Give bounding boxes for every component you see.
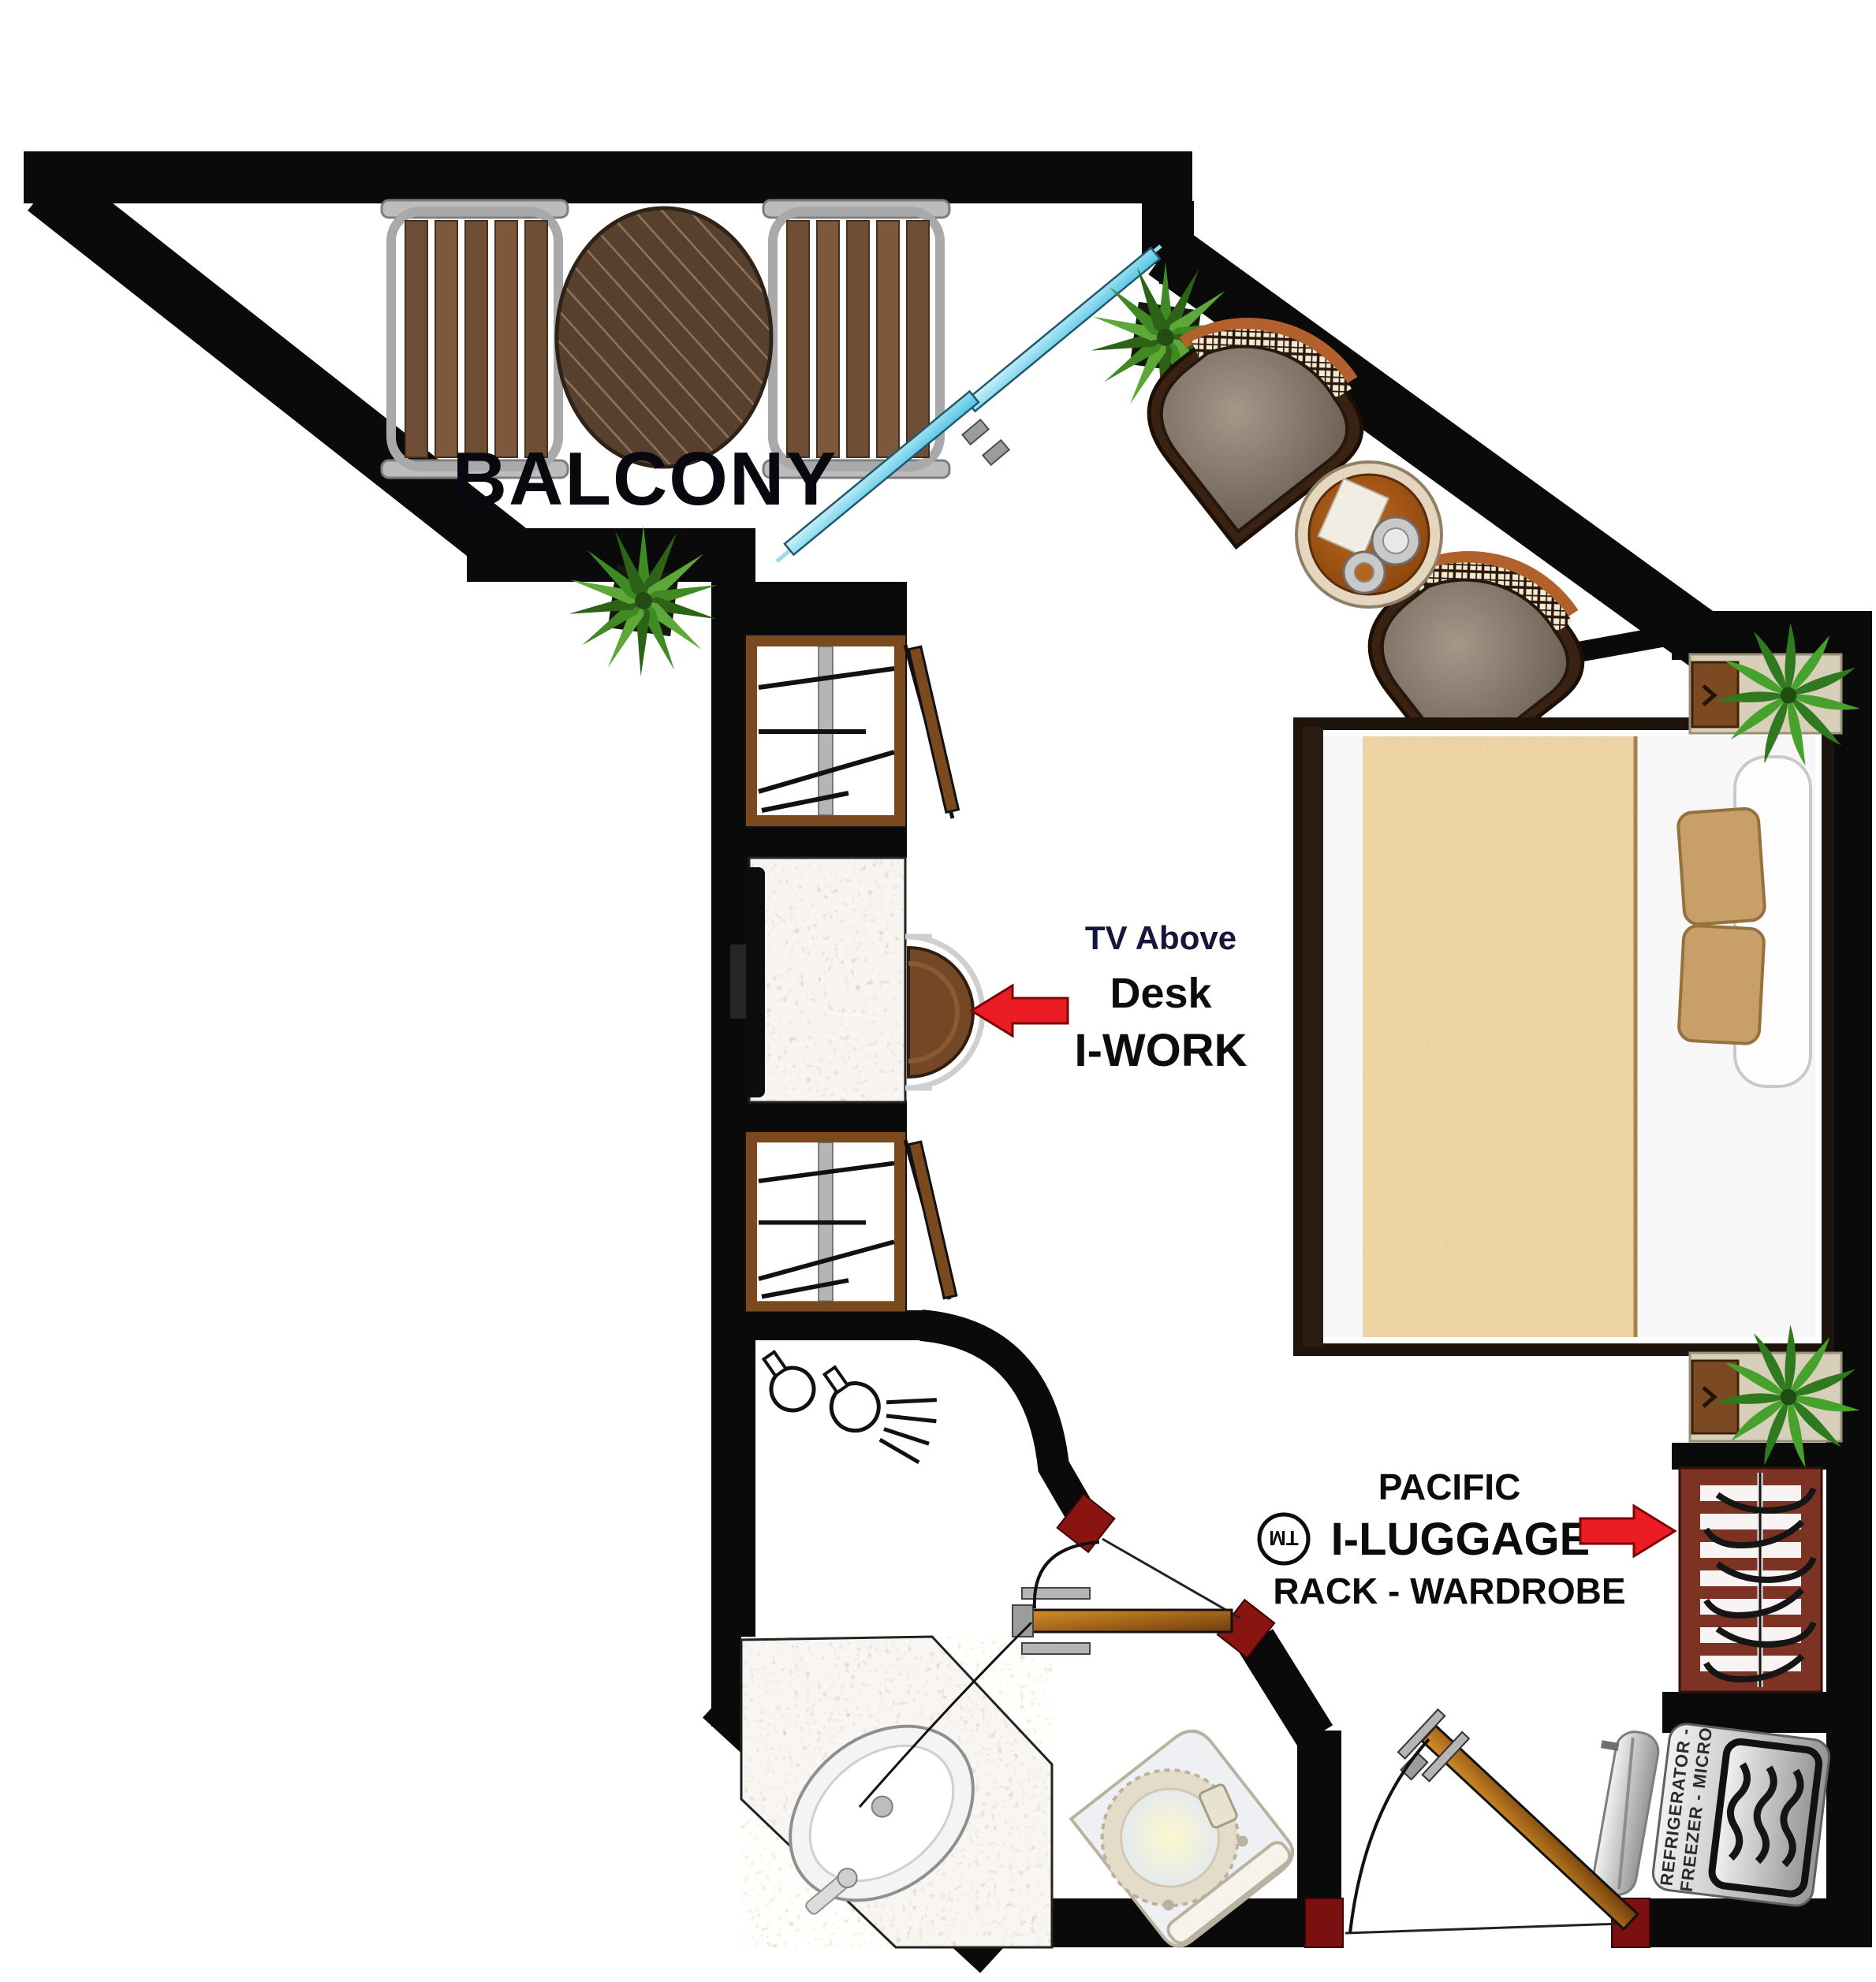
microwave-panel [1708, 1738, 1822, 1898]
trademark-circle-icon [1257, 1512, 1311, 1566]
iluggage-label: I-LUGGAGE [1331, 1514, 1591, 1565]
luggage-arrow-icon [1579, 1503, 1677, 1559]
iwork-label: I-WORK [1074, 1025, 1247, 1076]
pillow-1 [1676, 807, 1766, 926]
trademark-label: TM [1269, 1526, 1299, 1550]
wall-bathroom-rounded-corner [919, 1310, 1096, 1524]
sink [789, 1724, 975, 1915]
desk-granite-top [749, 858, 905, 1102]
bed-blanket [1363, 736, 1635, 1337]
ironing-board [1592, 1731, 1660, 1896]
bathroom-door-swing-arc-2 [858, 1621, 1033, 1808]
window-2-flap [907, 1140, 958, 1300]
desk-annotation: TV Above Desk I-WORK [969, 919, 1248, 1076]
window-2 [746, 1132, 958, 1311]
bathroom-door-swing-arc [1032, 1541, 1100, 1609]
toilet [1069, 1729, 1295, 1948]
tv-above-desk [744, 867, 765, 1097]
wall-top [24, 151, 1192, 203]
shower-icon [761, 1350, 937, 1465]
slider-latch-a [960, 418, 990, 446]
bed [1293, 717, 1834, 1356]
patio-table [554, 206, 774, 469]
wall-balcony-left-diagonal [28, 164, 529, 577]
entry-door [1345, 1708, 1639, 1935]
wicker-lounge [1117, 274, 1610, 781]
entry-door-hinge-brackets [1397, 1708, 1471, 1783]
balcony-label: BALCONY [453, 437, 838, 521]
nightstand-bottom [1688, 1324, 1861, 1470]
bed-rail-left [1303, 727, 1323, 1347]
entry-door-swing-arc [1348, 1738, 1430, 1934]
desk-stool [905, 933, 986, 1091]
wall-desk-window2 [744, 1101, 907, 1134]
rack-wardrobe-label: RACK - WARDROBE [1273, 1570, 1625, 1611]
balcony-area: BALCONY [382, 200, 949, 677]
desk-label: Desk [1110, 970, 1212, 1017]
tv-above-label: TV Above [1085, 919, 1236, 956]
window-1 [746, 635, 960, 826]
entry-door-jamb-left [1304, 1898, 1344, 1948]
flush-button [1198, 1783, 1238, 1829]
slider-pane-lower [783, 389, 980, 557]
toilet-tank [1166, 1841, 1292, 1945]
wall-toilet-right [1297, 1731, 1341, 1920]
wall-bathroom-door-stub [1237, 1629, 1333, 1747]
luggage-rack-wardrobe [1678, 1466, 1823, 1693]
bathroom-door [858, 1537, 1240, 1808]
bathroom-door-leaf [1024, 1608, 1233, 1634]
desk-arrow-icon [969, 983, 1069, 1038]
window-1-flap [907, 645, 960, 814]
refrigerator-unit: REFRIGERATOR - FREEZER - MICRO [1651, 1723, 1831, 1907]
bathroom-door-jamb-upper [1056, 1492, 1116, 1554]
wall-window1-desk [744, 825, 907, 858]
desk-nook [730, 856, 986, 1104]
pillow-2 [1677, 924, 1766, 1045]
microwave-waves-icon [1726, 1762, 1804, 1868]
slider-latch-b [981, 438, 1011, 467]
ironing-board-hook [1600, 1740, 1620, 1751]
luggage-annotation: PACIFIC TM I-LUGGAGE RACK - WARDROBE [1257, 1466, 1677, 1611]
wall-bottom-right [1648, 1898, 1870, 1947]
nightstand-top [1688, 623, 1861, 768]
coffee-table [1295, 460, 1443, 609]
bathroom [740, 1350, 1295, 1949]
wall-bathroom-top [711, 1310, 926, 1340]
tv-mount [730, 944, 746, 1019]
pacific-label: PACIFIC [1378, 1466, 1521, 1507]
